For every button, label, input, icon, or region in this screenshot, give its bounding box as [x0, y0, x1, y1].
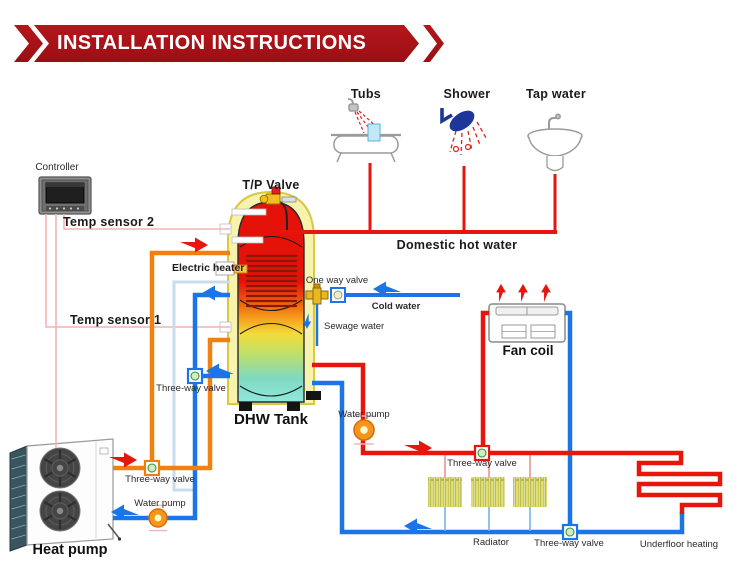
label-water-pump: Water pump [134, 498, 186, 509]
sensor-wires [45, 214, 230, 448]
fan-coil-icon [488, 303, 566, 343]
bathtub-icon [331, 98, 401, 163]
brass-tee-icon [305, 283, 329, 305]
sink-icon [527, 113, 583, 172]
dhw-tank-icon [215, 186, 321, 411]
label-heat-pump: Heat pump [32, 542, 108, 558]
electric-heater-icon [215, 261, 248, 276]
red-pipes [280, 163, 723, 514]
label-three-way-valve: Three-way valve [156, 383, 226, 394]
label-electric-heater: Electric heater [172, 262, 245, 274]
label-water-pump: Water pump [338, 409, 390, 420]
label-three-way-valve: Three-way valve [534, 538, 604, 549]
underfloor-coil-icon [312, 362, 723, 514]
label-one-way-valve: One way valve [305, 275, 369, 286]
label-three-way-valve: Three-way valve [125, 474, 195, 485]
orange-pipe-tank-out [149, 250, 230, 468]
label-controller: Controller [35, 162, 79, 173]
label-three-way-valve: Three-way valve [447, 458, 517, 469]
label-domestic-hot-water: Domestic hot water [396, 238, 518, 252]
label-sewage-water: Sewage water [324, 321, 385, 332]
label-temp-sensor-1: Temp sensor 1 [70, 313, 162, 327]
three-way-valve-icon [561, 523, 579, 541]
label-tubs: Tubs [350, 87, 382, 101]
orange-pipe-tank-in-vertical [207, 337, 230, 470]
label-cold-water: Cold water [371, 301, 421, 312]
three-way-valve-icon [186, 367, 204, 385]
radiator-icon [428, 477, 547, 507]
label-temp-sensor-2: Temp sensor 2 [63, 215, 155, 229]
blue-pipes [113, 292, 685, 535]
controller-icon [38, 176, 92, 215]
label-tap-water: Tap water [525, 87, 587, 101]
tp-valve-icon [259, 186, 297, 232]
banner-title: INSTALLATION INSTRUCTIONS [57, 32, 367, 54]
heating-coil-icon [245, 254, 298, 308]
label-shower: Shower [443, 87, 491, 101]
water-pump-icon [148, 504, 168, 532]
label-tp-valve: T/P Valve [242, 178, 300, 192]
water-pump-icon [353, 415, 375, 445]
label-underfloor-heating: Underfloor heating [639, 539, 719, 550]
drain-line-pale [172, 280, 230, 492]
label-radiator: Radiator [473, 537, 509, 548]
heat-pump-icon [9, 438, 122, 552]
one-way-valve-icon [330, 287, 346, 303]
banner-ribbon-icon [14, 25, 444, 62]
shower-head-icon [440, 108, 487, 156]
label-fan-coil: Fan coil [502, 343, 554, 358]
three-way-valve-icon [143, 459, 161, 477]
label-dhw-tank: DHW Tank [234, 411, 308, 428]
